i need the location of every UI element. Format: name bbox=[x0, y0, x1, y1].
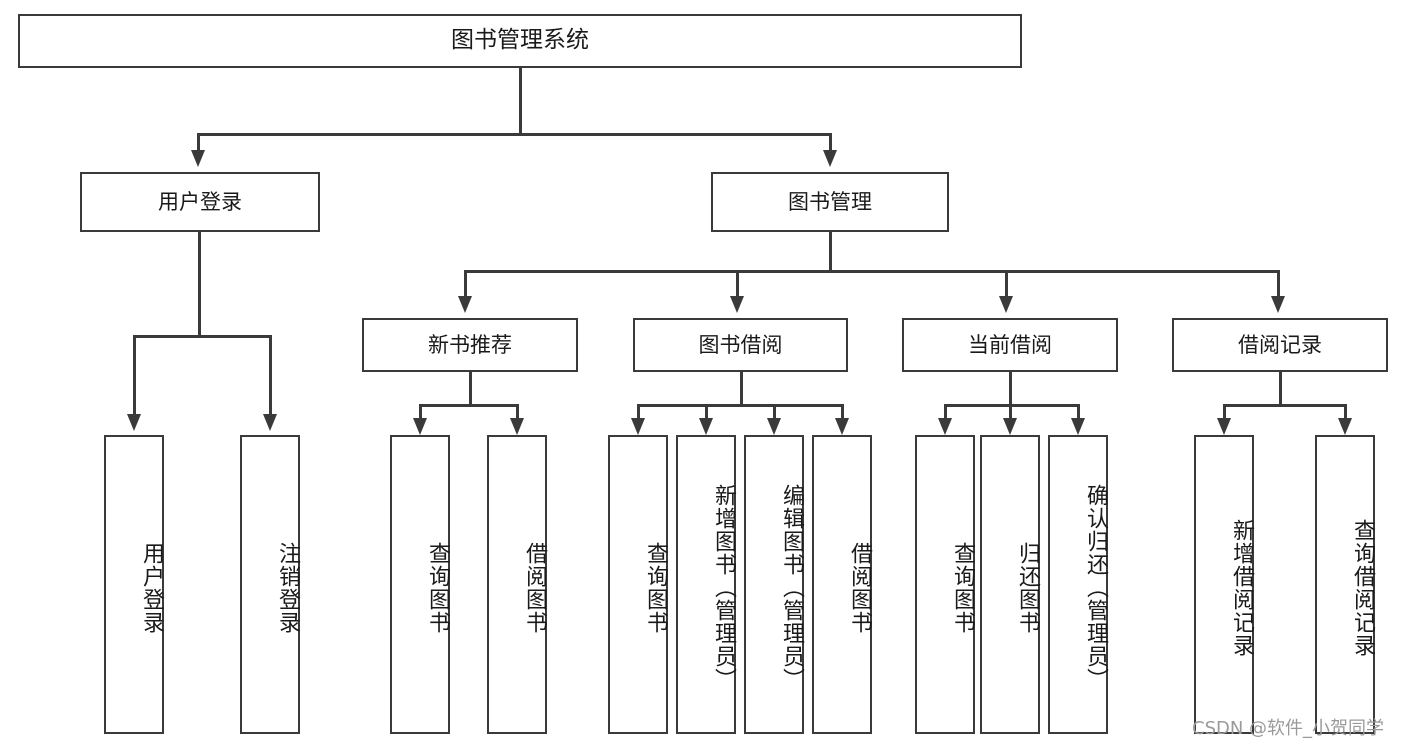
node-label: 归还图书 bbox=[1015, 541, 1040, 634]
connector-record-drop-1 bbox=[1223, 404, 1226, 420]
connector-userlogin-drop-1 bbox=[133, 335, 136, 416]
connector-bookmanage-drop-3 bbox=[1005, 270, 1008, 298]
arrowhead-to-borrow-record bbox=[1271, 296, 1285, 313]
connector-current-drop-3 bbox=[1077, 404, 1080, 420]
connector-recommend-drop-1 bbox=[419, 404, 422, 420]
arrowhead-to-book-borrow bbox=[730, 296, 744, 313]
connector-current-drop-1 bbox=[944, 404, 947, 420]
connector-recommend-drop-2 bbox=[516, 404, 519, 420]
node-label: 用户登录 bbox=[158, 189, 242, 214]
node-label: 查询图书 bbox=[425, 541, 450, 634]
connector-current-stem bbox=[1009, 372, 1012, 406]
node-root-system[interactable]: 图书管理系统 bbox=[18, 14, 1022, 68]
arrowhead-borrow-child-2 bbox=[699, 418, 713, 435]
leaf-record-query-record[interactable]: 查询借阅记录 bbox=[1315, 435, 1375, 734]
arrowhead-to-new-book-recommend bbox=[458, 296, 472, 313]
connector-borrow-stem bbox=[740, 372, 743, 406]
arrowhead-borrow-child-1 bbox=[631, 418, 645, 435]
leaf-record-add-record[interactable]: 新增借阅记录 bbox=[1194, 435, 1254, 734]
leaf-borrow-edit-book[interactable]: 编辑图书（管理员） bbox=[744, 435, 804, 734]
arrowhead-borrow-child-4 bbox=[835, 418, 849, 435]
node-label: 新书推荐 bbox=[428, 332, 512, 357]
node-label: 图书管理系统 bbox=[451, 27, 589, 54]
node-label: 注销登录 bbox=[275, 541, 300, 634]
leaf-current-confirm-return[interactable]: 确认归还（管理员） bbox=[1048, 435, 1108, 734]
connector-bookmanage-drop-2 bbox=[736, 270, 739, 298]
arrowhead-current-child-3 bbox=[1071, 418, 1085, 435]
arrowhead-record-child-2 bbox=[1338, 418, 1352, 435]
arrowhead-recommend-child-2 bbox=[510, 418, 524, 435]
connector-borrow-drop-2 bbox=[705, 404, 708, 420]
node-label: 借阅图书 bbox=[847, 541, 872, 634]
connector-record-drop-2 bbox=[1344, 404, 1347, 420]
node-label: 查询图书 bbox=[950, 541, 975, 634]
node-book-borrow[interactable]: 图书借阅 bbox=[633, 318, 848, 372]
node-book-manage[interactable]: 图书管理 bbox=[711, 172, 949, 232]
node-label: 新增借阅记录 bbox=[1229, 518, 1254, 657]
arrowhead-to-book-manage bbox=[823, 150, 837, 167]
connector-root-stem bbox=[519, 68, 522, 135]
arrowhead-to-current-borrow bbox=[999, 296, 1013, 313]
arrowhead-current-child-2 bbox=[1003, 418, 1017, 435]
connector-userlogin-stem bbox=[198, 232, 201, 337]
connector-recommend-stem bbox=[469, 372, 472, 406]
arrowhead-to-user-login bbox=[191, 150, 205, 167]
node-label: 查询图书 bbox=[643, 541, 668, 634]
connector-root-bus bbox=[198, 133, 831, 136]
arrowhead-to-user-login-leaf bbox=[127, 414, 141, 431]
node-label: 当前借阅 bbox=[968, 332, 1052, 357]
leaf-user-login[interactable]: 用户登录 bbox=[104, 435, 164, 734]
leaf-borrow-add-book[interactable]: 新增图书（管理员） bbox=[676, 435, 736, 734]
connector-bookmanage-drop-4 bbox=[1277, 270, 1280, 298]
node-label: 图书管理 bbox=[788, 189, 872, 214]
connector-borrow-drop-1 bbox=[637, 404, 640, 420]
connector-current-drop-2 bbox=[1009, 404, 1012, 420]
node-borrow-record[interactable]: 借阅记录 bbox=[1172, 318, 1388, 372]
node-label: 用户登录 bbox=[139, 541, 164, 634]
leaf-current-query-book[interactable]: 查询图书 bbox=[915, 435, 975, 734]
connector-borrow-drop-4 bbox=[841, 404, 844, 420]
connector-recommend-bus bbox=[420, 404, 519, 407]
leaf-borrow-query-book[interactable]: 查询图书 bbox=[608, 435, 668, 734]
leaf-logout[interactable]: 注销登录 bbox=[240, 435, 300, 734]
node-new-book-recommend[interactable]: 新书推荐 bbox=[362, 318, 578, 372]
connector-borrow-bus bbox=[638, 404, 843, 407]
node-label: 查询借阅记录 bbox=[1350, 518, 1375, 657]
connector-userlogin-bus bbox=[134, 335, 271, 338]
connector-borrow-drop-3 bbox=[773, 404, 776, 420]
node-current-borrow[interactable]: 当前借阅 bbox=[902, 318, 1118, 372]
node-label: 借阅记录 bbox=[1238, 332, 1322, 357]
connector-bookmanage-stem bbox=[829, 232, 832, 272]
node-user-login[interactable]: 用户登录 bbox=[80, 172, 320, 232]
node-label: 借阅图书 bbox=[522, 541, 547, 634]
leaf-current-return-book[interactable]: 归还图书 bbox=[980, 435, 1040, 734]
leaf-recommend-borrow-book[interactable]: 借阅图书 bbox=[487, 435, 547, 734]
node-label: 图书借阅 bbox=[698, 332, 783, 357]
node-label: 确认归还（管理员） bbox=[1083, 484, 1108, 691]
connector-record-bus bbox=[1224, 404, 1346, 407]
connector-bookmanage-drop-1 bbox=[464, 270, 467, 298]
leaf-recommend-query-book[interactable]: 查询图书 bbox=[390, 435, 450, 734]
csdn-watermark: CSDN @软件_小贺同学 bbox=[1192, 718, 1385, 739]
arrowhead-recommend-child-1 bbox=[413, 418, 427, 435]
node-label: 新增图书（管理员） bbox=[711, 484, 736, 691]
leaf-borrow-borrow-book[interactable]: 借阅图书 bbox=[812, 435, 872, 734]
connector-bookmanage-bus bbox=[465, 270, 1279, 273]
connector-record-stem bbox=[1279, 372, 1282, 406]
connector-current-bus bbox=[945, 404, 1079, 407]
connector-root-drop-right bbox=[829, 133, 832, 153]
arrowhead-to-logout-leaf bbox=[263, 414, 277, 431]
connector-userlogin-drop-2 bbox=[269, 335, 272, 416]
node-label: 编辑图书（管理员） bbox=[779, 484, 804, 691]
connector-root-drop-left bbox=[197, 133, 200, 153]
arrowhead-current-child-1 bbox=[938, 418, 952, 435]
arrowhead-record-child-1 bbox=[1217, 418, 1231, 435]
arrowhead-borrow-child-3 bbox=[767, 418, 781, 435]
